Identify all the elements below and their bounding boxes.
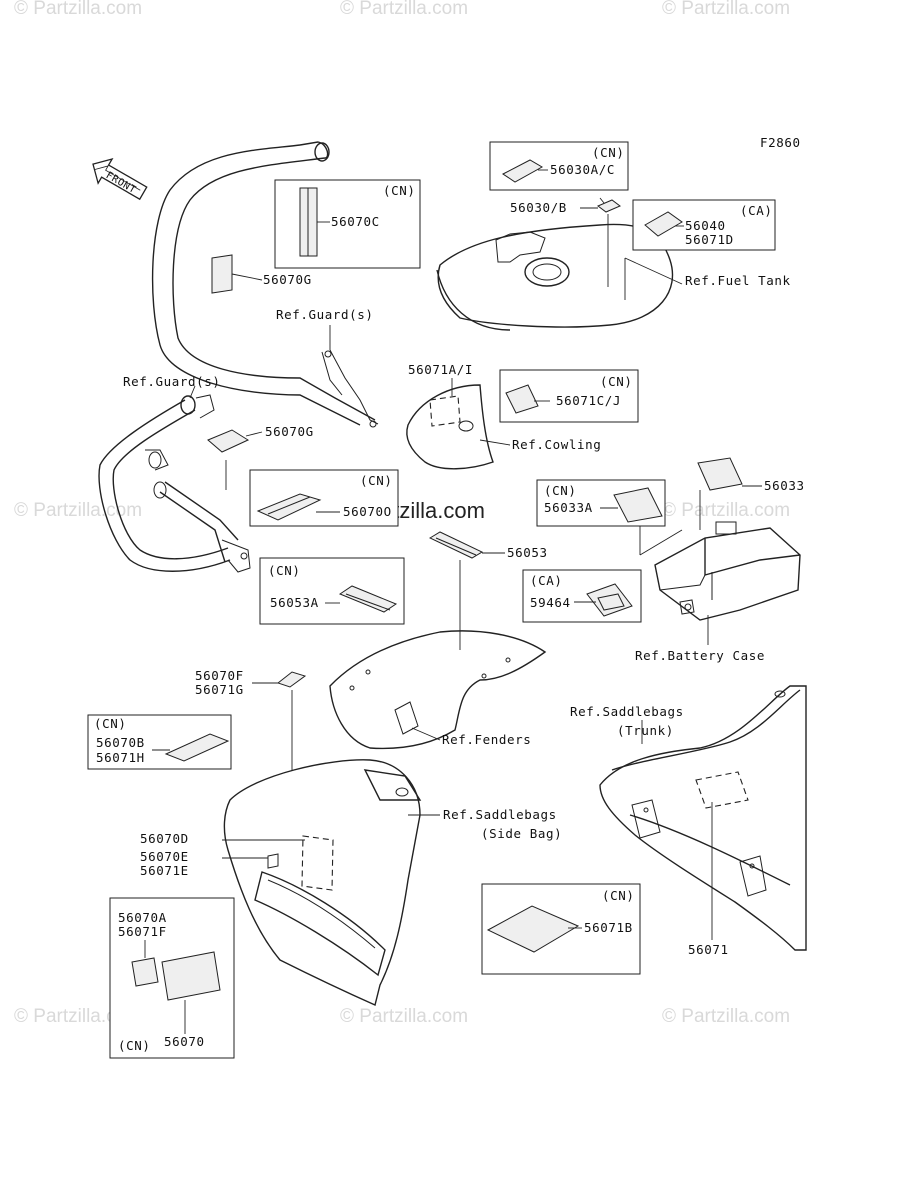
part-56040: 56040 — [685, 218, 726, 233]
part-56070e: 56070E — [140, 849, 189, 864]
cn-tag: (CN) — [602, 888, 635, 903]
fuel-tank-part — [436, 197, 683, 331]
watermark-bottom-center: © Partzilla.com — [340, 1006, 468, 1027]
ref-fenders: Ref.Fenders — [442, 732, 531, 747]
part-56070b: 56070B — [96, 735, 145, 750]
ref-guard-left: Ref.Guard(s) — [123, 374, 221, 389]
part-56033: 56033 — [764, 478, 805, 493]
ref-guard-top: Ref.Guard(s) — [276, 307, 374, 322]
callout-56033a: (CN) 56033A — [536, 479, 666, 527]
part-59464: 59464 — [530, 595, 571, 610]
part-56071e: 56071E — [140, 863, 189, 878]
part-56053a: 56053A — [270, 595, 319, 610]
part-56071: 56071 — [688, 942, 729, 957]
callout-56053a: (CN) 56053A — [259, 557, 405, 625]
part-56070a: 56070A — [118, 910, 167, 925]
watermark-mid-left: © Partzilla.com — [14, 500, 142, 521]
watermarks: © Partzilla.com © Partzilla.com © Partzi… — [14, 0, 790, 1027]
side-bag-part — [222, 759, 440, 1006]
part-56070g-left: 56070G — [265, 424, 314, 439]
part-56070c: 56070C — [331, 214, 380, 229]
part-56030ac: 56030A/C — [550, 162, 615, 177]
part-56070g-top: 56070G — [263, 272, 312, 287]
ref-fuel-tank: Ref.Fuel Tank — [685, 273, 791, 288]
cn-tag: (CN) — [118, 1038, 151, 1053]
part-56070d: 56070D — [140, 831, 189, 846]
part-56070f: 56070F — [195, 668, 244, 683]
part-56071ai: 56071A/I — [408, 362, 473, 377]
trunk-part — [599, 685, 807, 951]
callout-56040: (CA) 56040 56071D — [632, 199, 776, 251]
watermark-bottom-right: © Partzilla.com — [662, 1006, 790, 1027]
callout-56071cj: (CN) 56071C/J — [499, 369, 639, 423]
ca-tag: (CA) — [740, 203, 773, 218]
part-56071h: 56071H — [96, 750, 145, 765]
ref-saddlebags-trunk-1: Ref.Saddlebags — [570, 704, 684, 719]
cn-tag: (CN) — [592, 145, 625, 160]
cn-tag: (CN) — [600, 374, 633, 389]
guard-left-part — [98, 385, 263, 573]
watermark-top-right: © Partzilla.com — [662, 0, 790, 19]
cn-tag: (CN) — [383, 183, 416, 198]
figure-code: F2860 — [760, 135, 801, 150]
ca-tag: (CA) — [530, 573, 563, 588]
part-56070o: 56070O — [343, 504, 392, 519]
callout-56070c: (CN) 56070C — [274, 179, 421, 269]
watermark-mid-right: © Partzilla.com — [662, 500, 790, 521]
ref-battery-case: Ref.Battery Case — [635, 648, 765, 663]
part-56071f: 56071F — [118, 924, 167, 939]
part-56030b: 56030/B — [510, 200, 567, 215]
callout-56070a: 56070A 56071F (CN) 56070 — [109, 897, 235, 1059]
cowling-part — [406, 378, 511, 470]
cn-tag: (CN) — [360, 473, 393, 488]
battery-case-part — [639, 457, 801, 645]
part-56071cj: 56071C/J — [556, 393, 621, 408]
callout-56070b: (CN) 56070B 56071H — [87, 714, 232, 770]
part-56071b: 56071B — [584, 920, 633, 935]
callout-56030ac: (CN) 56030A/C — [489, 141, 629, 191]
cn-tag: (CN) — [94, 716, 127, 731]
front-arrow-icon: FRONT — [92, 157, 148, 201]
callout-59464: (CA) 59464 — [522, 569, 642, 623]
watermark-top-left: © Partzilla.com — [14, 0, 142, 19]
ref-cowling: Ref.Cowling — [512, 437, 601, 452]
part-56070: 56070 — [164, 1034, 205, 1049]
part-56053: 56053 — [507, 545, 548, 560]
fenders-part — [329, 630, 547, 750]
cn-tag: (CN) — [268, 563, 301, 578]
part-56033a: 56033A — [544, 500, 593, 515]
watermark-top-center: © Partzilla.com — [340, 0, 468, 19]
part-56071g: 56071G — [195, 682, 244, 697]
callout-56070o: (CN) 56070O — [249, 469, 399, 527]
ref-saddlebags-trunk-2: (Trunk) — [617, 723, 674, 738]
cn-tag: (CN) — [544, 483, 577, 498]
callout-56071b: (CN) 56071B — [481, 883, 641, 975]
part-56071d: 56071D — [685, 232, 734, 247]
ref-saddlebags-side-1: Ref.Saddlebags — [443, 807, 557, 822]
guard-top-part — [151, 141, 379, 428]
ref-saddlebags-side-2: (Side Bag) — [481, 826, 562, 841]
